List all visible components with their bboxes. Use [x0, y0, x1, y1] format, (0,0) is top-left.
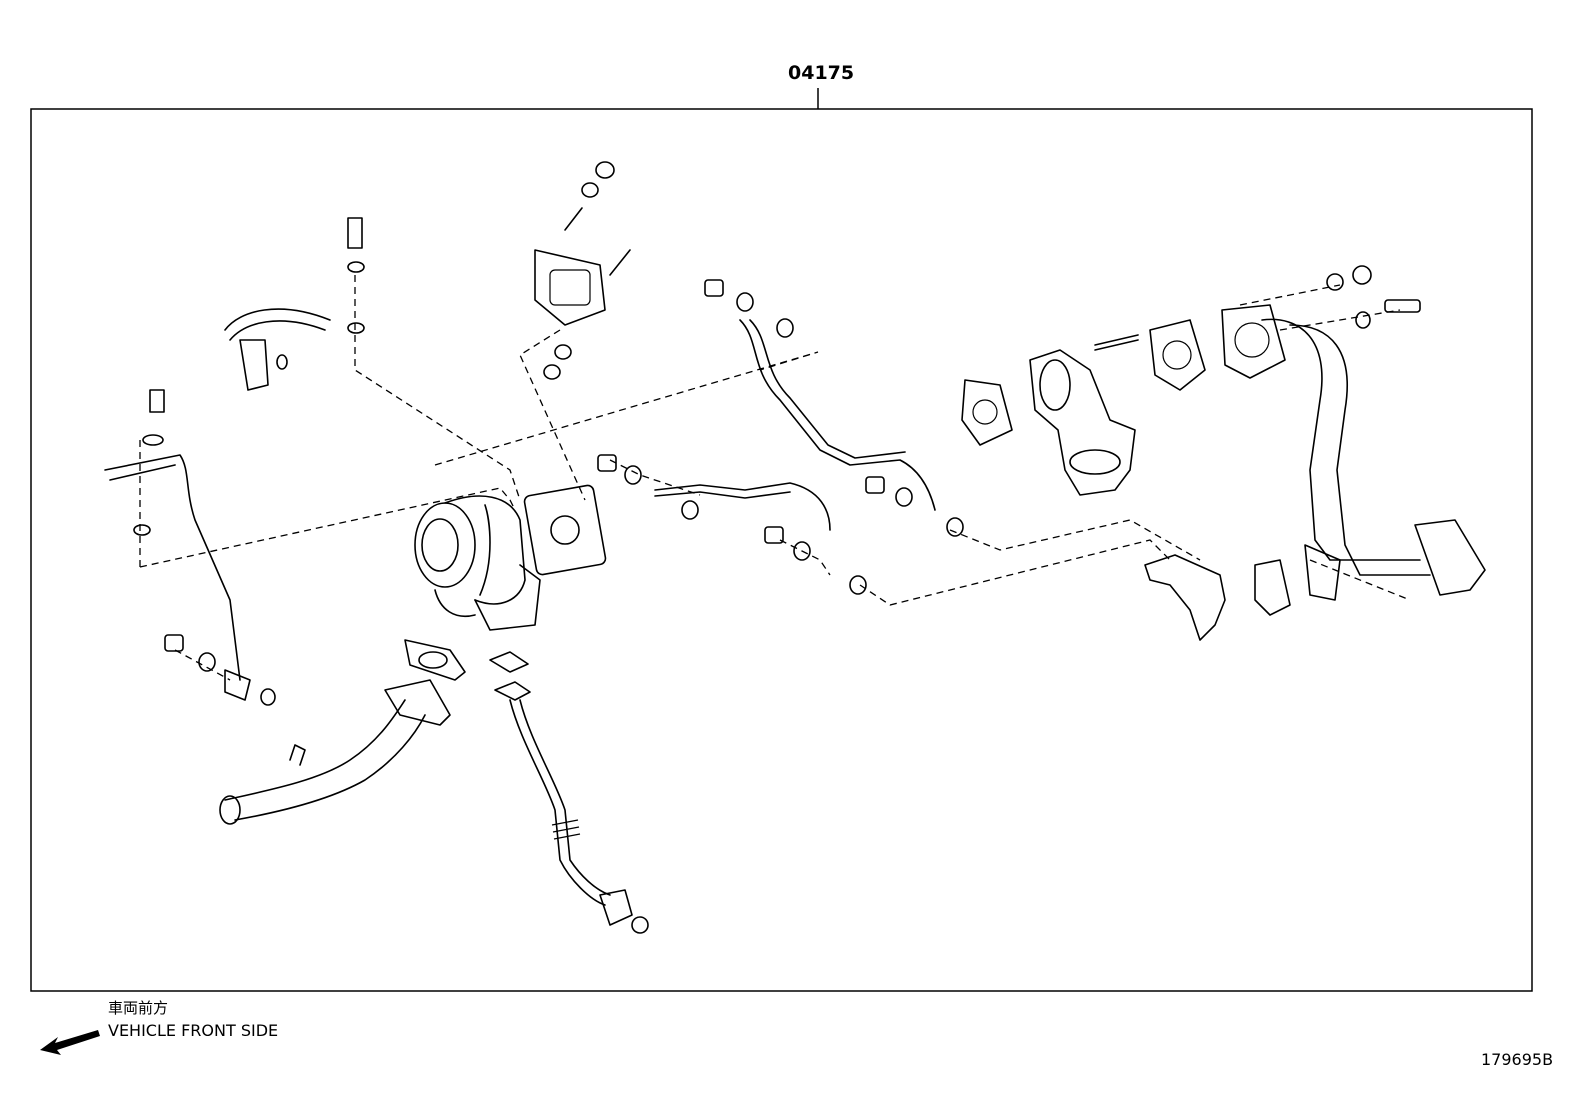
turbo-inlet-gasket — [404, 639, 466, 681]
kit-frame — [30, 108, 1533, 992]
egr-valve — [1029, 349, 1136, 496]
kit-part-number[interactable]: 04175 — [788, 62, 855, 84]
illustration-number: 179695B — [1481, 1050, 1554, 1069]
oil-return-pipe — [489, 651, 649, 934]
outlet-gasket — [534, 249, 606, 326]
oil-feed-pipe — [104, 389, 276, 706]
exhaust-pipe — [1261, 265, 1486, 601]
vehicle-front-label-ja: 車両前方 — [108, 999, 169, 1017]
egr-gaskets — [961, 304, 1286, 446]
vehicle-front-label-en: VEHICLE FRONT SIDE — [108, 1021, 279, 1040]
left-down-arrow-icon — [40, 1030, 100, 1055]
water-pipe-bracket — [224, 217, 365, 391]
heat-insulators — [1144, 554, 1291, 641]
assembly-leader-lines — [139, 275, 1411, 681]
turbocharger — [414, 484, 607, 631]
intake-pipe — [219, 679, 451, 825]
water-lines — [597, 279, 964, 595]
outlet-studs-nuts — [543, 161, 631, 380]
